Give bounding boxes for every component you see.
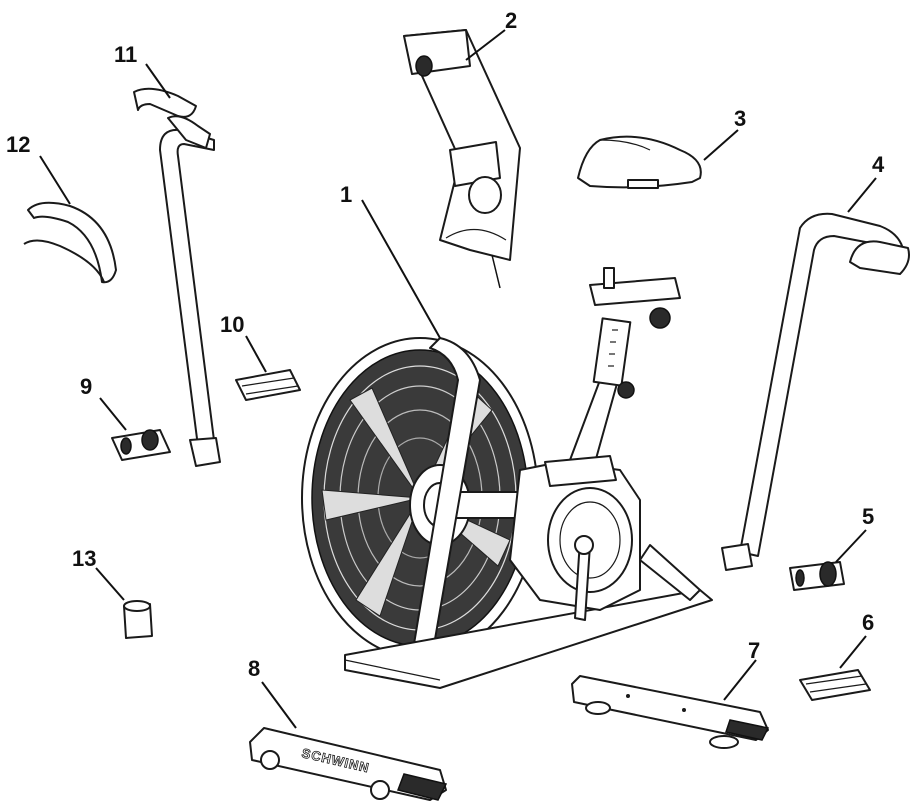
callout-5: 5 bbox=[862, 504, 874, 529]
part-2-console-mast bbox=[403, 29, 521, 289]
leader-2 bbox=[465, 29, 506, 61]
leader-7 bbox=[723, 659, 757, 701]
leader-10 bbox=[245, 335, 267, 373]
callout-12: 12 bbox=[6, 132, 30, 157]
seat-post bbox=[569, 379, 619, 467]
callout-9: 9 bbox=[80, 374, 92, 399]
callout-1: 1 bbox=[340, 182, 352, 207]
leader-4 bbox=[847, 177, 877, 213]
callout-4: 4 bbox=[872, 152, 885, 177]
leader-lines bbox=[39, 29, 877, 729]
leader-12 bbox=[39, 155, 71, 205]
part-9-pedal-sleeve bbox=[111, 429, 171, 461]
leader-3 bbox=[703, 129, 739, 161]
leader-13 bbox=[95, 567, 125, 601]
part-4-right-handlebar bbox=[721, 212, 910, 571]
callout-11: 11 bbox=[114, 42, 137, 67]
part-7-rear-stabilizer bbox=[571, 675, 770, 749]
part-8-front-stabilizer: SCHWINN bbox=[249, 727, 448, 801]
leader-1 bbox=[361, 199, 441, 339]
leader-6 bbox=[839, 635, 867, 669]
part-6-pedal bbox=[799, 669, 871, 701]
part-13-bushing bbox=[123, 600, 153, 639]
leader-11 bbox=[145, 63, 171, 99]
callout-10: 10 bbox=[220, 312, 244, 337]
base-rail bbox=[344, 589, 713, 689]
callout-6: 6 bbox=[862, 610, 874, 635]
part-12-trim bbox=[23, 201, 117, 284]
part-11-left-handlebar bbox=[133, 87, 221, 467]
leader-8 bbox=[261, 681, 297, 729]
callout-8: 8 bbox=[248, 656, 260, 681]
callout-7: 7 bbox=[748, 638, 760, 663]
part-3-seat bbox=[577, 135, 702, 189]
part-1-main-frame bbox=[301, 267, 713, 689]
part-5-pedal-sleeve bbox=[789, 561, 845, 591]
callout-labels: 1 2 3 4 5 6 7 8 9 10 11 12 13 bbox=[6, 8, 885, 681]
callout-3: 3 bbox=[734, 106, 746, 131]
leader-9 bbox=[99, 397, 127, 431]
callout-2: 2 bbox=[505, 8, 517, 33]
callout-13: 13 bbox=[72, 546, 96, 571]
part-10-pedal bbox=[235, 369, 301, 401]
leader-5 bbox=[835, 529, 867, 563]
